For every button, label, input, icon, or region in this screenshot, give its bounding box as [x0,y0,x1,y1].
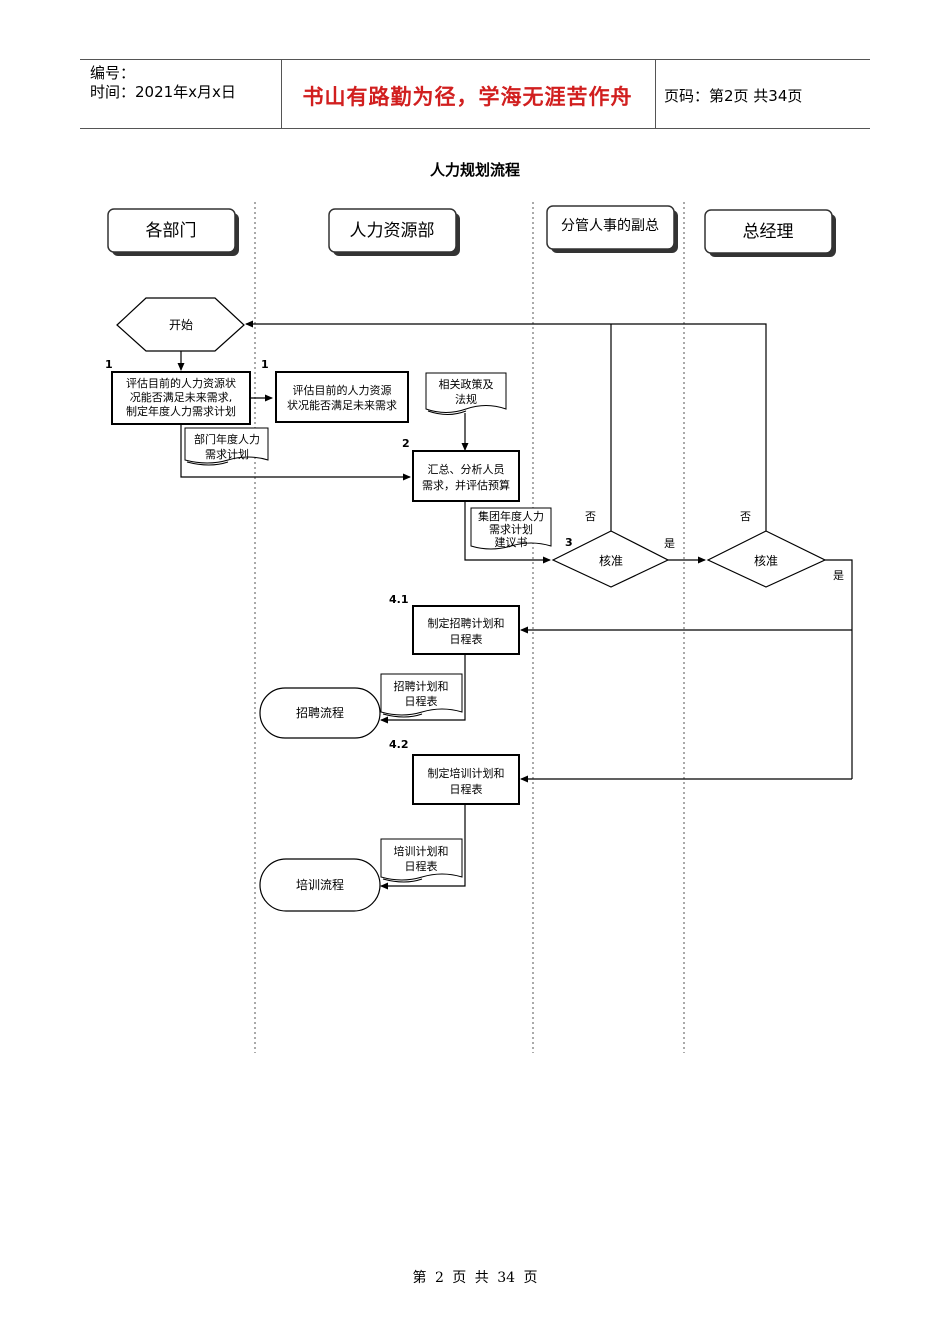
svg-text:开始: 开始 [169,318,193,332]
group-plan-document: 集团年度人力 需求计划 建议书 [470,507,552,550]
header-meta: 编号： 时间：2021年x月x日 [90,64,236,102]
svg-text:日程表: 日程表 [450,632,483,646]
dept-assess-box: 评估目前的人力资源状 况能否满足未来需求, 制定年度人力需求计划 [111,371,251,425]
svg-text:相关政策及: 相关政策及 [439,377,494,391]
svg-text:分管人事的副总: 分管人事的副总 [561,218,659,234]
edge-label-no: 否 [740,510,751,523]
svg-text:人力资源部: 人力资源部 [350,221,435,241]
svg-text:核准: 核准 [599,554,623,568]
page-footer: 第 2 页 共 34 页 [412,1270,538,1286]
svg-text:招聘流程: 招聘流程 [296,705,344,720]
svg-text:集团年度人力: 集团年度人力 [478,509,544,523]
svg-text:需求，并评估预算: 需求，并评估预算 [422,478,510,492]
diagram-title: 人力规划流程 [430,161,520,179]
svg-text:评估目前的人力资源: 评估目前的人力资源 [293,383,392,397]
train-flow-terminal: 培训流程 [259,858,381,912]
svg-text:法规: 法规 [455,392,477,406]
edge-label-no: 否 [585,510,596,523]
connectors [177,320,853,890]
edge-label-yes: 是 [664,537,675,550]
step-label: 1 [105,358,113,371]
svg-text:核准: 核准 [754,554,778,568]
code-label: 编号： [90,64,136,82]
page-info: 页码：第2页 共34页 [664,87,803,105]
recruit-plan-box: 制定招聘计划和 日程表 [412,605,520,655]
step-label: 4.2 [389,738,409,751]
time-label: 时间：2021年x月x日 [90,83,236,101]
header-motto: 书山有路勤为径，学海无涯苦作舟 [302,85,633,109]
svg-text:评估目前的人力资源状: 评估目前的人力资源状 [126,376,236,390]
svg-text:日程表: 日程表 [405,694,438,708]
lane-header-hr: 人力资源部 [328,208,460,256]
recruit-flow-terminal: 招聘流程 [259,687,381,739]
step-label: 3 [565,536,573,549]
train-plan-box: 制定培训计划和 日程表 [412,754,520,805]
svg-text:汇总、分析人员: 汇总、分析人员 [428,462,505,476]
step-label: 1 [261,358,269,371]
edge-label-yes: 是 [833,569,844,582]
policy-document: 相关政策及 法规 [425,372,507,415]
lane-header-departments: 各部门 [107,208,239,256]
approve-gm-diamond: 核准 [706,530,827,588]
start-node: 开始 [116,297,245,352]
svg-text:制定年度人力需求计划: 制定年度人力需求计划 [126,404,236,418]
train-plan-document: 培训计划和 日程表 [380,838,463,883]
header-divider [281,60,282,128]
lane-header-vp: 分管人事的副总 [546,205,678,253]
svg-text:招聘计划和: 招聘计划和 [394,679,449,693]
svg-text:培训流程: 培训流程 [296,877,344,892]
svg-text:培训计划和: 培训计划和 [394,844,449,858]
svg-text:制定培训计划和: 制定培训计划和 [428,766,505,780]
svg-text:总经理: 总经理 [743,222,794,242]
svg-text:况能否满足未来需求,: 况能否满足未来需求, [130,390,233,404]
svg-text:各部门: 各部门 [146,221,197,241]
svg-text:制定招聘计划和: 制定招聘计划和 [428,616,505,630]
dept-plan-document: 部门年度人力 需求计划 [184,427,269,466]
svg-text:部门年度人力: 部门年度人力 [194,432,260,446]
recruit-plan-document: 招聘计划和 日程表 [380,673,463,718]
svg-text:状况能否满足未来需求: 状况能否满足未来需求 [287,398,397,412]
step-labels: 1 1 2 3 4.1 4.2 [105,358,573,751]
header-divider [655,60,656,128]
lane-separators [254,202,685,1053]
svg-text:需求计划: 需求计划 [205,448,249,461]
step-label: 2 [402,437,410,450]
hr-assess-box: 评估目前的人力资源 状况能否满足未来需求 [275,371,409,423]
edge-labels: 否 是 否 是 [585,510,844,582]
svg-text:日程表: 日程表 [405,859,438,873]
approve-vp-diamond: 核准 [551,530,670,588]
summarize-box: 汇总、分析人员 需求，并评估预算 [412,450,520,502]
lane-header-gm: 总经理 [704,209,836,257]
svg-text:日程表: 日程表 [450,782,483,796]
document-header: 编号： 时间：2021年x月x日 书山有路勤为径，学海无涯苦作舟 页码：第2页 … [80,59,870,129]
step-label: 4.1 [389,593,409,606]
svg-text:建议书: 建议书 [495,535,528,549]
svg-text:需求计划: 需求计划 [489,523,533,536]
